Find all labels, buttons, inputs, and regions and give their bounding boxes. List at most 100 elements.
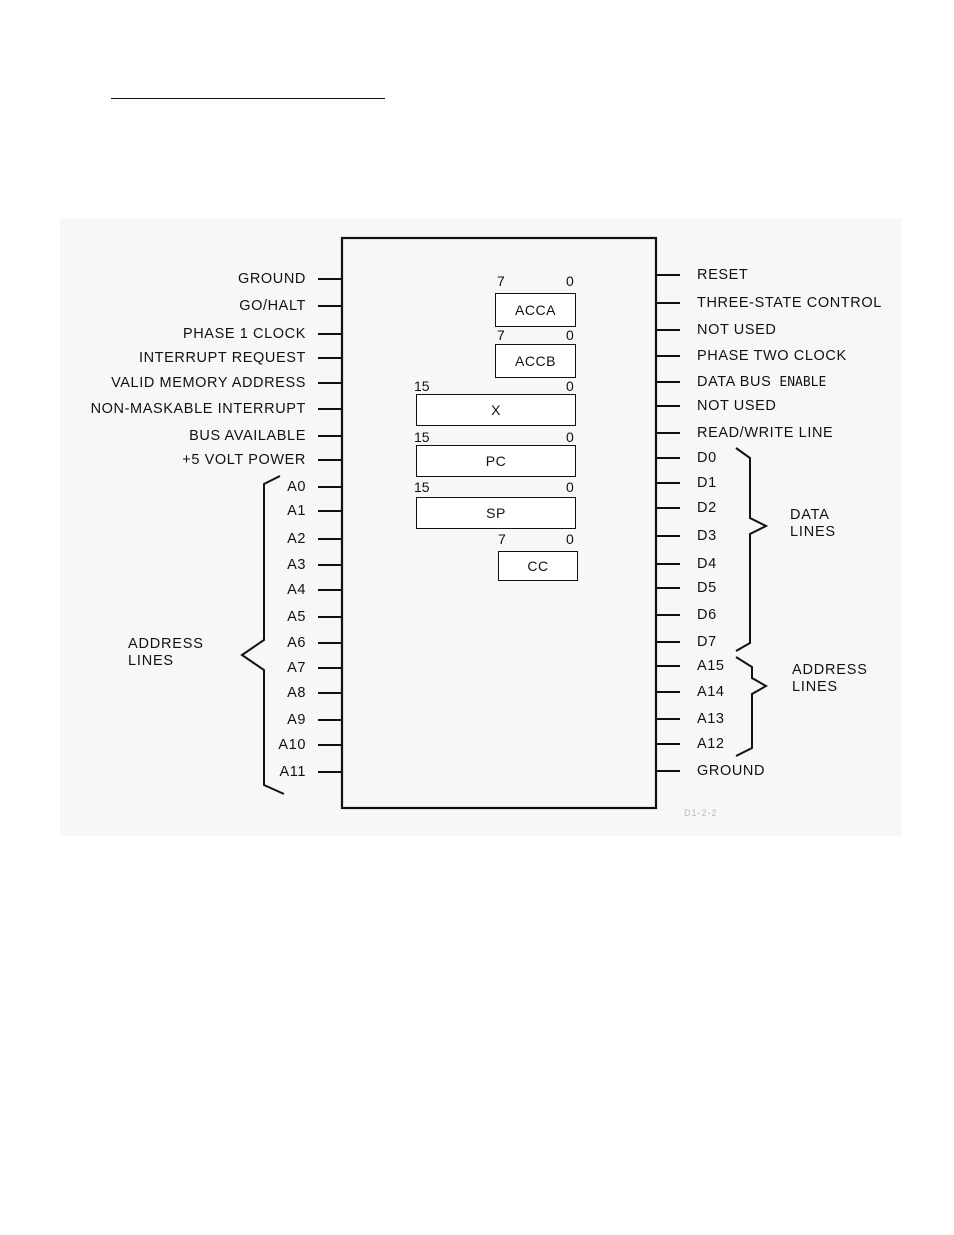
right-pin-text: PHASE TWO CLOCK [697,348,847,364]
register-low-bit: 0 [566,531,574,547]
right-pin-text: D2 [697,500,717,516]
right-pin-label: D3 [697,528,717,544]
right-pin-text: GROUND [697,763,766,779]
group-label-line: DATA [790,507,830,523]
right-pin-text: READ/WRITE LINE [697,425,834,441]
right-pin-text: THREE-STATE CONTROL [697,295,882,311]
register-name: ACCB [515,353,556,369]
right-pin-label: D4 [697,556,717,572]
right-pin-label: PHASE TWO CLOCK [697,348,847,364]
right-pin-text: D3 [697,528,717,544]
left-pin-label: BUS AVAILABLE [189,428,306,444]
register-high-bit: 7 [498,531,506,547]
right-pin-text: NOT USED [697,398,777,414]
left-pin-label: GROUND [237,271,306,287]
left-pin-label: A7 [287,660,306,676]
register-name: ACCA [515,302,556,318]
right-pin-label: DATA BUS ENABLE [697,374,826,391]
register-low-bit: 0 [566,327,574,343]
right-pin-text: D1 [697,475,717,491]
right-pin-label: A12 [697,736,725,752]
register-pc: PC [416,445,576,477]
right-pin-text: DATA BUS [697,374,772,390]
register-high-bit: 7 [497,327,505,343]
right-pin-label: NOT USED [697,322,776,338]
figure-id: D1-2-2 [684,808,718,818]
data-lines-group-label: DATA LINES [790,507,836,541]
right-pin-label: D5 [697,580,717,596]
register-name: X [491,402,501,418]
right-pin-text: A12 [697,736,725,752]
right-pin-label: D7 [697,634,717,650]
right-pin-label: READ/WRITE LINE [697,425,833,441]
right-pin-text: A15 [697,658,725,674]
register-cc: CC [498,551,578,581]
left-pin-label: A8 [287,685,306,701]
left-pin-label: NON-MASKABLE INTERRUPT [90,401,306,417]
group-label-line: ADDRESS [792,662,868,678]
right-address-brace [735,656,769,757]
left-pin-label: GO/HALT [239,298,306,314]
register-accb: ACCB [495,344,576,378]
right-pin-label: THREE-STATE CONTROL [697,295,882,311]
right-pin-label: A13 [697,711,725,727]
left-address-group-label: ADDRESS LINES [128,636,204,670]
right-pin-label: D2 [697,500,717,516]
left-pin-label: PHASE 1 CLOCK [182,326,306,342]
left-pin-label: VALID MEMORY ADDRESS [111,375,306,391]
data-lines-brace [735,447,769,652]
right-pin-label: A14 [697,684,725,700]
register-high-bit: 15 [414,429,430,445]
left-pin-label: A9 [287,712,306,728]
left-pin-label: A11 [279,764,306,780]
left-pin-label: A10 [278,737,306,753]
right-pin-text: D4 [697,556,717,572]
group-label-line: LINES [128,653,174,669]
right-pin-label: D0 [697,450,717,466]
right-pin-label: A15 [697,658,725,674]
group-label-line: ADDRESS [128,636,204,652]
left-pin-label: A4 [287,582,306,598]
left-pin-label: A6 [287,635,306,651]
right-pin-text: NOT USED [697,322,777,338]
right-pin-text: A13 [697,711,725,727]
right-pin-text: D5 [697,580,717,596]
right-pin-text: D7 [697,634,717,650]
register-name: PC [485,453,507,469]
register-x: X [416,394,576,426]
left-pin-label: +5 VOLT POWER [182,452,306,468]
left-address-brace [240,475,285,795]
right-pin-label: RESET [697,267,748,283]
group-label-line: LINES [792,679,838,695]
register-acca: ACCA [495,293,576,327]
register-high-bit: 7 [497,273,505,289]
chip-body [340,236,658,810]
register-low-bit: 0 [566,429,574,445]
left-pin-label: A1 [287,503,306,519]
header-rule [111,98,385,99]
right-pin-text: D0 [697,450,717,466]
right-pin-text: D6 [697,607,717,623]
right-pin-label: NOT USED [697,398,776,414]
register-low-bit: 0 [566,479,574,495]
right-pin-label: D1 [697,475,717,491]
left-pin-label: A5 [287,609,306,625]
left-pin-label: INTERRUPT REQUEST [138,350,306,366]
register-high-bit: 15 [414,378,430,394]
register-low-bit: 0 [566,273,574,289]
register-name: SP [486,505,506,521]
right-address-group-label: ADDRESS LINES [792,662,868,696]
left-pin-label: A2 [287,531,306,547]
right-pin-label: D6 [697,607,717,623]
right-pin-label: GROUND [697,763,765,779]
right-pin-text: RESET [697,267,749,283]
right-pin-text: A14 [697,684,725,700]
register-high-bit: 15 [414,479,430,495]
register-name: CC [527,558,549,574]
right-pin-suffix: ENABLE [779,375,827,390]
register-sp: SP [416,497,576,529]
register-low-bit: 0 [566,378,574,394]
left-pin-label: A3 [287,557,306,573]
left-pin-label: A0 [287,479,306,495]
